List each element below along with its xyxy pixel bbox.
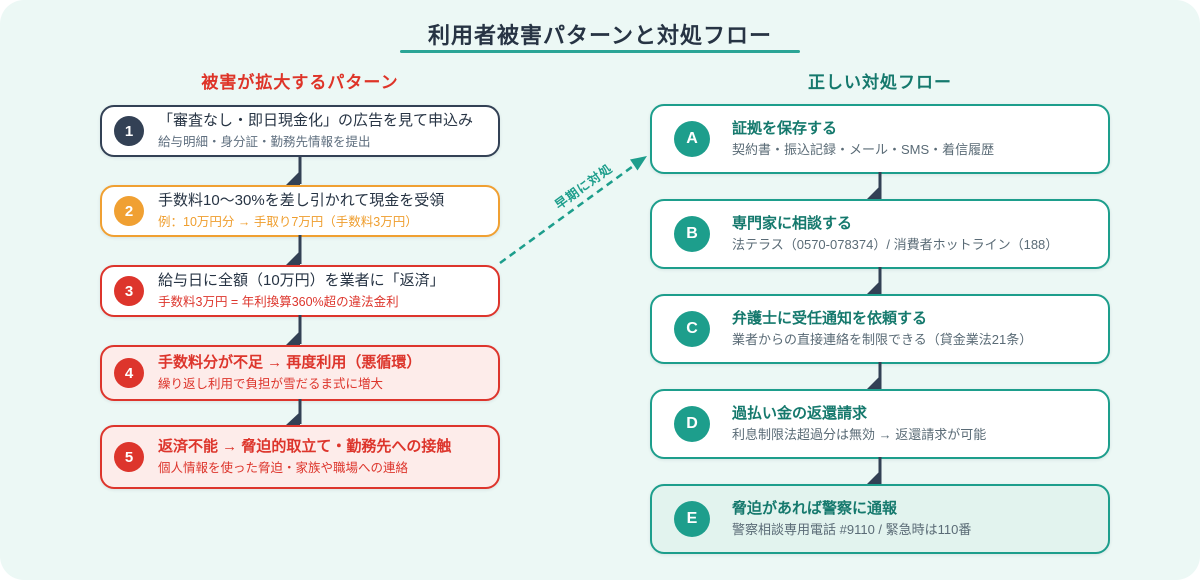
step-title: 手数料分が不足 → 再度利用（悪循環） — [158, 353, 422, 371]
step-number-badge: 5 — [114, 442, 144, 472]
step-number-badge: 3 — [114, 276, 144, 306]
down-arrow-connector — [285, 315, 315, 346]
response-step-c: C 弁護士に受任通知を依頼する 業者からの直接連絡を制限できる（貸金業法21条） — [650, 294, 1110, 364]
pattern-step-1: 1 「審査なし・即日現金化」の広告を見て申込み 給与明細・身分証・勤務先情報を提… — [100, 105, 500, 157]
step-subtitle: 給与明細・身分証・勤務先情報を提出 — [158, 134, 371, 149]
response-step-a: A 証拠を保存する 契約書・振込記録・メール・SMS・着信履歴 — [650, 104, 1110, 174]
step-letter-badge: C — [674, 311, 710, 347]
early-response-dashed-arrow — [495, 148, 660, 278]
pattern-step-3: 3 給与日に全額（10万円）を業者に「返済」 手数料3万円 = 年利換算360%… — [100, 265, 500, 317]
step-subtitle: 個人情報を使った脅迫・家族や職場への連絡 — [158, 460, 409, 475]
step-letter-badge: B — [674, 216, 710, 252]
step-subtitle: 利息制限法超過分は無効 → 返還請求が可能 — [732, 427, 987, 443]
down-arrow-connector — [865, 267, 895, 296]
pattern-step-5: 5 返済不能 → 脅迫的取立て・勤務先への接触 個人情報を使った脅迫・家族や職場… — [100, 425, 500, 489]
step-subtitle: 手数料3万円 = 年利換算360%超の違法金利 — [158, 294, 399, 309]
down-arrow-connector — [865, 457, 895, 486]
step-subtitle: 契約書・振込記録・メール・SMS・着信履歴 — [732, 142, 995, 158]
step-title: 専門家に相談する — [732, 214, 853, 232]
step-letter-badge: E — [674, 501, 710, 537]
step-title: 脅迫があれば警察に通報 — [732, 499, 898, 517]
left-column-header: 被害が拡大するパターン — [201, 73, 399, 92]
step-title: 返済不能 → 脅迫的取立て・勤務先への接触 — [158, 437, 452, 455]
right-column-header: 正しい対処フロー — [808, 73, 952, 92]
step-subtitle: 業者からの直接連絡を制限できる（貸金業法21条） — [732, 332, 1033, 348]
step-number-badge: 1 — [114, 116, 144, 146]
title-underline — [400, 50, 800, 53]
down-arrow-connector — [285, 399, 315, 426]
step-letter-badge: D — [674, 406, 710, 442]
step-title: 給与日に全額（10万円）を業者に「返済」 — [158, 271, 445, 289]
step-title: 過払い金の返還請求 — [732, 404, 868, 422]
pattern-step-2: 2 手数料10〜30%を差し引かれて現金を受領 例：10万円分 → 手取り7万円… — [100, 185, 500, 237]
step-subtitle: 警察相談専用電話 #9110 / 緊急時は110番 — [732, 522, 972, 538]
response-step-b: B 専門家に相談する 法テラス（0570-078374）/ 消費者ホットライン（… — [650, 199, 1110, 269]
down-arrow-connector — [285, 235, 315, 266]
page-title: 利用者被害パターンと対処フロー — [428, 23, 772, 48]
step-title: 弁護士に受任通知を依頼する — [732, 309, 928, 327]
response-step-d: D 過払い金の返還請求 利息制限法超過分は無効 → 返還請求が可能 — [650, 389, 1110, 459]
down-arrow-connector — [285, 155, 315, 186]
pattern-step-4: 4 手数料分が不足 → 再度利用（悪循環） 繰り返し利用で負担が雪だるま式に増大 — [100, 345, 500, 401]
down-arrow-connector — [865, 362, 895, 391]
response-step-e: E 脅迫があれば警察に通報 警察相談専用電話 #9110 / 緊急時は110番 — [650, 484, 1110, 554]
step-subtitle: 例：10万円分 → 手取り7万円（手数料3万円） — [158, 214, 418, 229]
step-subtitle: 法テラス（0570-078374）/ 消費者ホットライン（188） — [732, 237, 1059, 253]
step-letter-badge: A — [674, 121, 710, 157]
step-title: 「審査なし・即日現金化」の広告を見て申込み — [158, 111, 474, 129]
step-number-badge: 4 — [114, 358, 144, 388]
step-title: 手数料10〜30%を差し引かれて現金を受領 — [158, 191, 445, 209]
step-number-badge: 2 — [114, 196, 144, 226]
step-subtitle: 繰り返し利用で負担が雪だるま式に増大 — [158, 376, 384, 391]
step-title: 証拠を保存する — [732, 119, 838, 137]
down-arrow-connector — [865, 172, 895, 201]
